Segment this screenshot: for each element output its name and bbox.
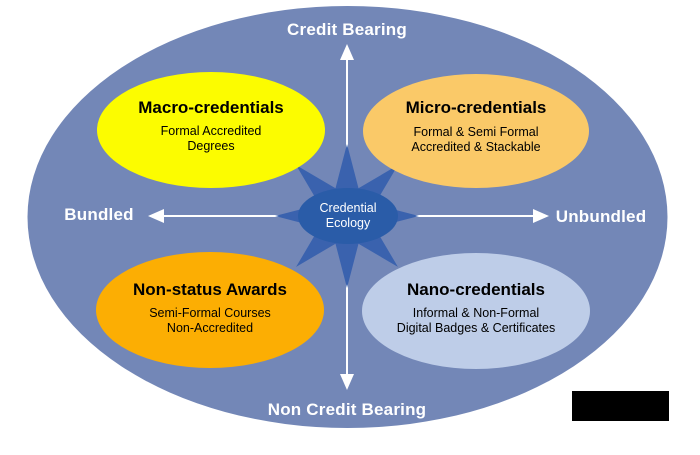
macro-credentials-title: Macro-credentials <box>138 98 284 117</box>
micro-credentials-title: Micro-credentials <box>405 98 547 117</box>
arrow-left-icon <box>148 209 164 223</box>
nano-credentials-ellipse <box>362 253 590 369</box>
non-status-awards-subtext: Semi-Formal Courses Non-Accredited <box>149 306 271 336</box>
nano-credentials-subtext: Informal & Non-Formal Digital Badges & C… <box>397 306 555 336</box>
macro-credentials-ellipse <box>97 72 325 188</box>
micro-credentials-subtext: Formal & Semi Formal Accredited & Stacka… <box>411 125 540 155</box>
center-label-line1: Credential <box>319 201 377 215</box>
non-status-awards-line2: Non-Accredited <box>166 321 254 335</box>
center-ellipse <box>298 188 398 244</box>
macro-credentials-subtext: Formal Accredited Degrees <box>161 124 262 154</box>
micro-credentials-line1: Formal & Semi Formal <box>413 125 539 139</box>
arrow-right-icon <box>533 209 549 223</box>
axis-label-bundled: Bundled <box>64 205 134 224</box>
non-status-awards-ellipse <box>96 252 324 368</box>
black-rectangle <box>572 391 669 421</box>
non-status-awards-title: Non-status Awards <box>133 280 287 299</box>
micro-credentials-line2: Accredited & Stackable <box>411 140 541 154</box>
nano-credentials-line2: Digital Badges & Certificates <box>396 321 556 335</box>
arrow-up-icon <box>340 44 354 60</box>
non-status-awards-line1: Semi-Formal Courses <box>149 306 271 320</box>
axis-label-credit-bearing: Credit Bearing <box>287 20 407 39</box>
center-label: Credential Ecology <box>320 201 377 231</box>
macro-credentials-line1: Formal Accredited <box>160 124 262 138</box>
nano-credentials-line1: Informal & Non-Formal <box>412 306 540 320</box>
center-label-line2: Ecology <box>325 216 371 230</box>
macro-credentials-line2: Degrees <box>187 139 235 153</box>
arrow-down-icon <box>340 374 354 390</box>
micro-credentials-ellipse <box>363 74 589 188</box>
axis-label-non-credit-bearing: Non Credit Bearing <box>267 400 427 419</box>
nano-credentials-title: Nano-credentials <box>407 280 545 299</box>
axis-label-unbundled: Unbundled <box>555 207 647 226</box>
